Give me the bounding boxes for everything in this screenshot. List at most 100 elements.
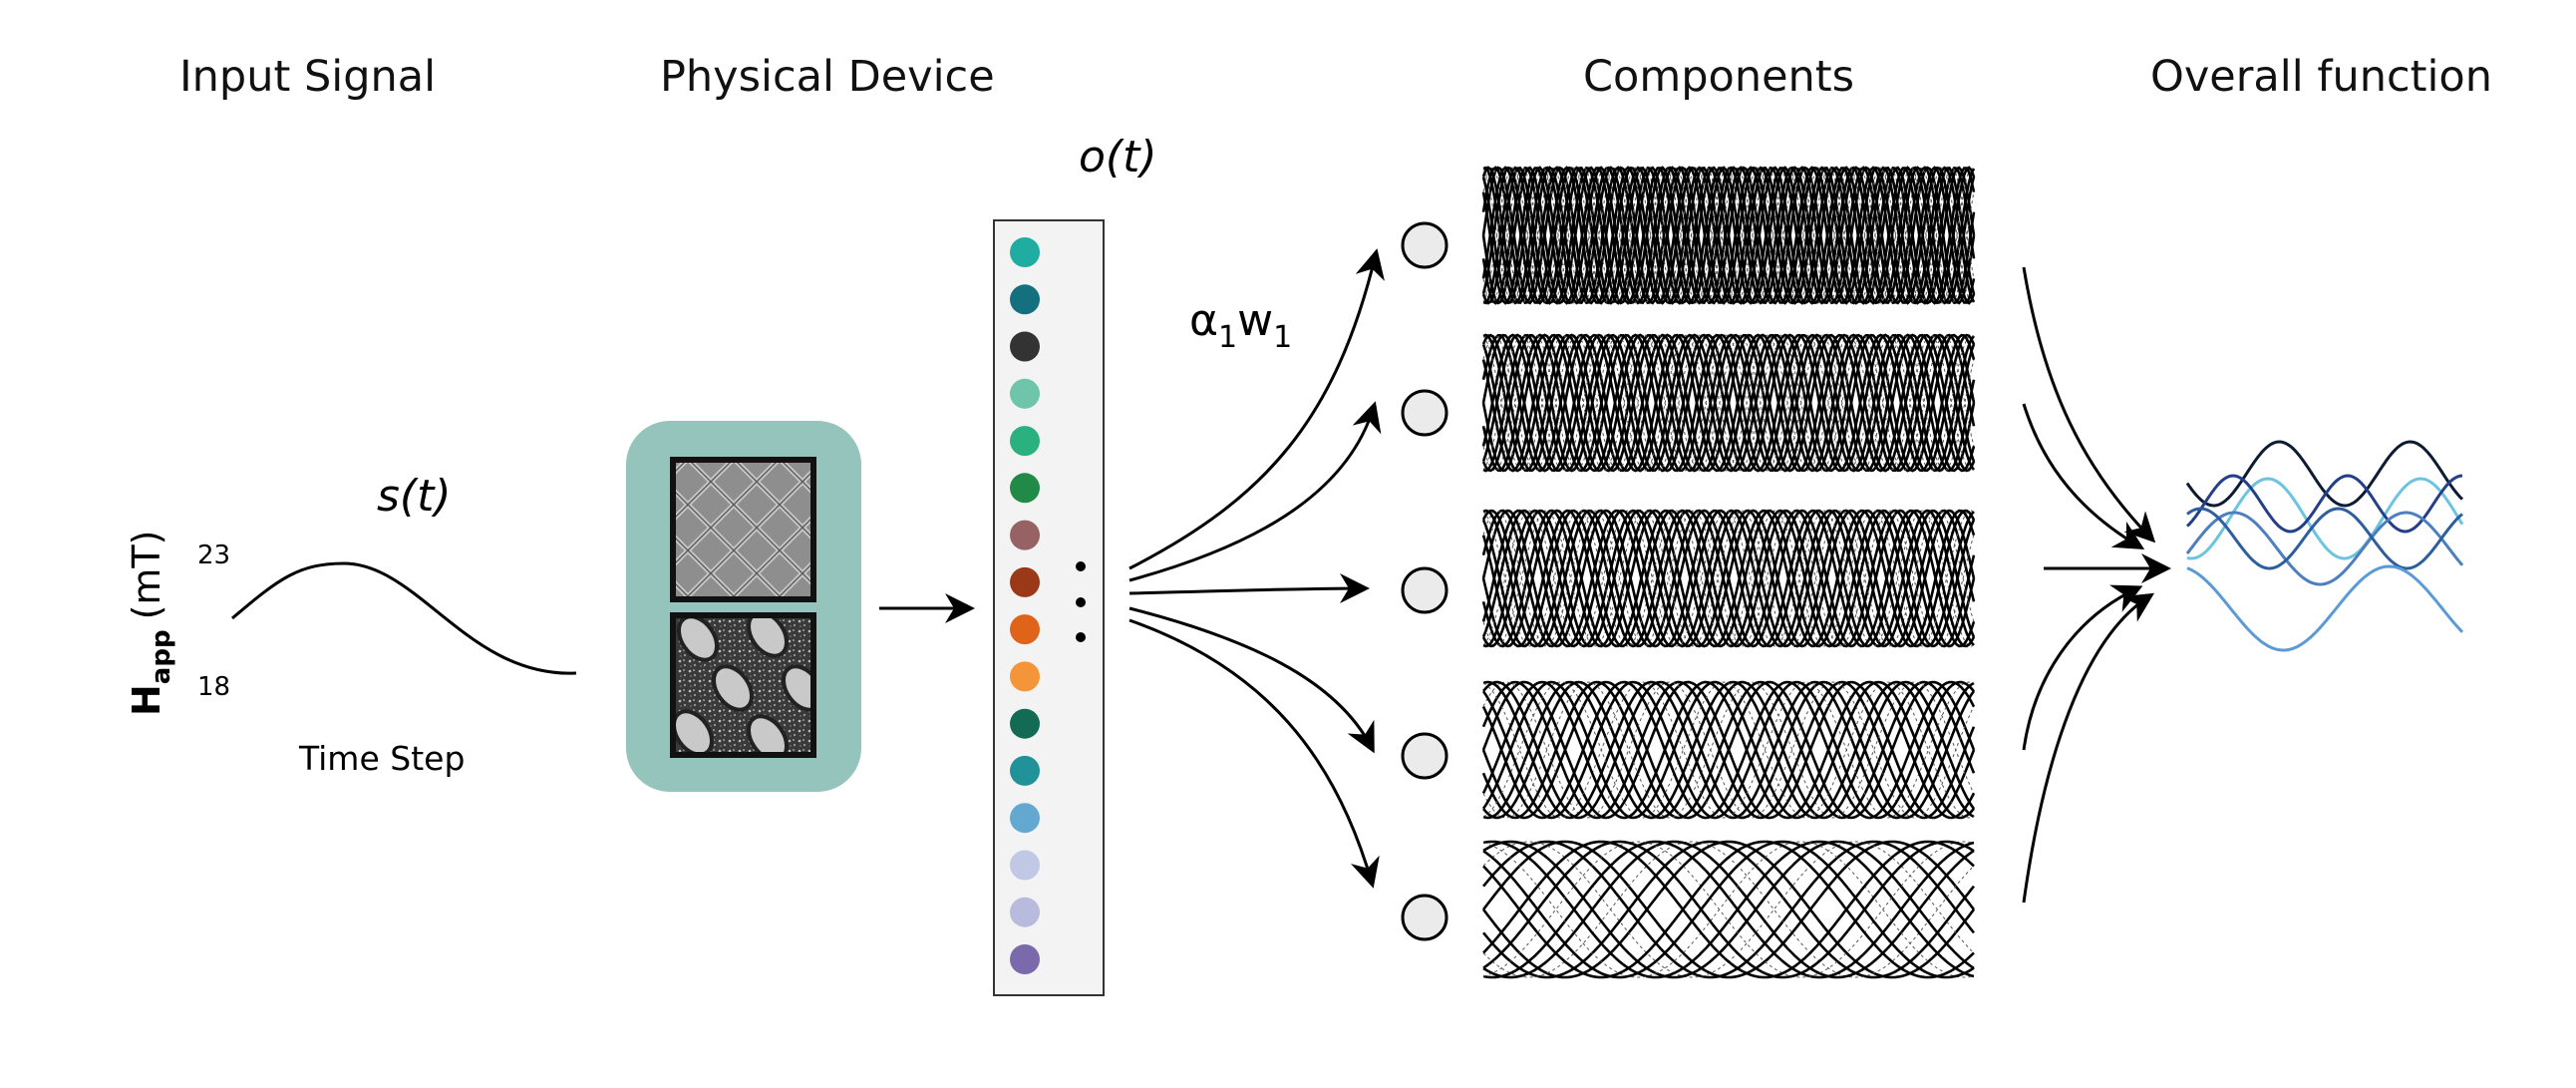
- component-wave: [1482, 334, 1975, 472]
- component-wave: [1481, 333, 1976, 473]
- y-axis-label: Happ(mT): [125, 531, 176, 716]
- output-label: o(t): [1079, 132, 1157, 182]
- overall-function-line: [2185, 511, 2464, 586]
- component-wave: [1482, 840, 1975, 979]
- overall-function-line: [2185, 440, 2464, 508]
- arrow-to-node-4: [1128, 606, 1375, 754]
- overall-function-line: [2185, 474, 2463, 534]
- fanout-arrows: [1128, 248, 1385, 889]
- device-image-ellipses: [675, 617, 811, 753]
- component-wave: [1481, 680, 1976, 820]
- component-wave: [1482, 840, 1975, 979]
- component-panel: [1481, 840, 1976, 979]
- output-dot: [1010, 755, 1040, 786]
- component-wave: [1482, 681, 1975, 819]
- output-dot: [1010, 378, 1040, 409]
- component-panel: [1481, 333, 1976, 473]
- arrow-to-node-3: [1128, 573, 1370, 604]
- output-vector-box: [993, 219, 1105, 996]
- component-wave: [1481, 166, 1976, 305]
- svg-text:Happ(mT): Happ(mT): [125, 531, 176, 716]
- arrow-from-comp-4: [2022, 584, 2143, 751]
- component-wave: [1481, 680, 1975, 820]
- heading-physical-device: Physical Device: [660, 52, 995, 102]
- converging-arrows: [2022, 266, 2171, 904]
- component-nodes: [1401, 221, 1449, 941]
- component-panel: [1481, 166, 1976, 305]
- component-wave: [1481, 509, 1976, 648]
- component-wave: [1482, 840, 1975, 979]
- overall-function-plot: [2185, 440, 2464, 652]
- overall-function-line: [2186, 507, 2463, 570]
- weight-label: α1w1: [1189, 295, 1292, 355]
- signal-curve: [231, 561, 577, 675]
- component-wave: [1481, 680, 1976, 820]
- component-wave: [1481, 840, 1976, 979]
- signal-label: s(t): [377, 471, 452, 522]
- component-wave: [1481, 333, 1976, 473]
- component-wave: [1482, 840, 1975, 979]
- output-dot: [1010, 566, 1040, 597]
- arrow-to-node-1: [1128, 248, 1385, 570]
- heading-overall-function: Overall function: [2150, 52, 2492, 102]
- output-dot: [1010, 284, 1040, 315]
- output-dot: [1010, 614, 1040, 645]
- arrow-to-node-2: [1128, 401, 1382, 582]
- output-dots: [1010, 237, 1040, 974]
- component-wave: [1482, 840, 1975, 979]
- output-dot: [1010, 661, 1040, 692]
- physical-device: [626, 421, 861, 792]
- component-wave: [1481, 680, 1976, 820]
- arrow-from-comp-1: [2022, 266, 2156, 544]
- component-wave: [1481, 166, 1976, 304]
- heading-input-signal: Input Signal: [179, 52, 437, 102]
- component-wave: [1481, 333, 1976, 473]
- x-axis-label: Time Step: [298, 739, 465, 778]
- arrow-from-comp-5: [2022, 592, 2155, 904]
- component-panel: [1481, 509, 1976, 648]
- component-node-2: [1401, 389, 1449, 437]
- component-wave: [1481, 333, 1976, 473]
- component-wave: [1482, 841, 1975, 978]
- component-wave: [1482, 681, 1975, 819]
- output-dot: [1010, 708, 1040, 739]
- component-node-1: [1401, 221, 1449, 269]
- component-node-5: [1401, 894, 1449, 941]
- y-min-label: 18: [197, 672, 230, 702]
- device-image-lattice: [675, 462, 811, 597]
- component-wave: [1481, 167, 1976, 305]
- input-signal-plot: s(t) 23 18 Time Step Happ(mT): [125, 471, 577, 778]
- component-wave: [1481, 509, 1976, 648]
- arrow-to-node-5: [1128, 618, 1380, 889]
- component-wave: [1481, 333, 1976, 473]
- output-dot: [1010, 237, 1040, 267]
- output-dot: [1010, 520, 1040, 550]
- output-dot: [1010, 897, 1040, 927]
- component-wave: [1481, 509, 1976, 648]
- component-wave: [1482, 334, 1975, 472]
- component-wave: [1481, 333, 1976, 473]
- component-panel: [1481, 680, 1976, 820]
- component-node-3: [1401, 566, 1449, 614]
- output-dot: [1010, 426, 1040, 457]
- component-wave: [1482, 841, 1975, 978]
- output-dot: [1010, 850, 1040, 881]
- component-wave: [1481, 333, 1976, 473]
- overall-function-line: [2186, 564, 2464, 652]
- output-dot: [1010, 331, 1040, 362]
- component-wave: [1482, 840, 1975, 979]
- component-wave: [1481, 680, 1976, 820]
- output-dot: [1010, 944, 1040, 974]
- output-dot: [1010, 473, 1040, 504]
- component-wave: [1481, 680, 1975, 820]
- component-waveforms: [1481, 166, 1976, 979]
- component-wave: [1481, 680, 1976, 820]
- y-max-label: 23: [197, 541, 230, 570]
- heading-components: Components: [1583, 52, 1855, 102]
- component-wave: [1481, 509, 1976, 648]
- output-dot: [1010, 803, 1040, 834]
- component-wave: [1481, 840, 1976, 979]
- component-wave: [1481, 509, 1976, 648]
- ellipsis-dots: [1076, 561, 1086, 642]
